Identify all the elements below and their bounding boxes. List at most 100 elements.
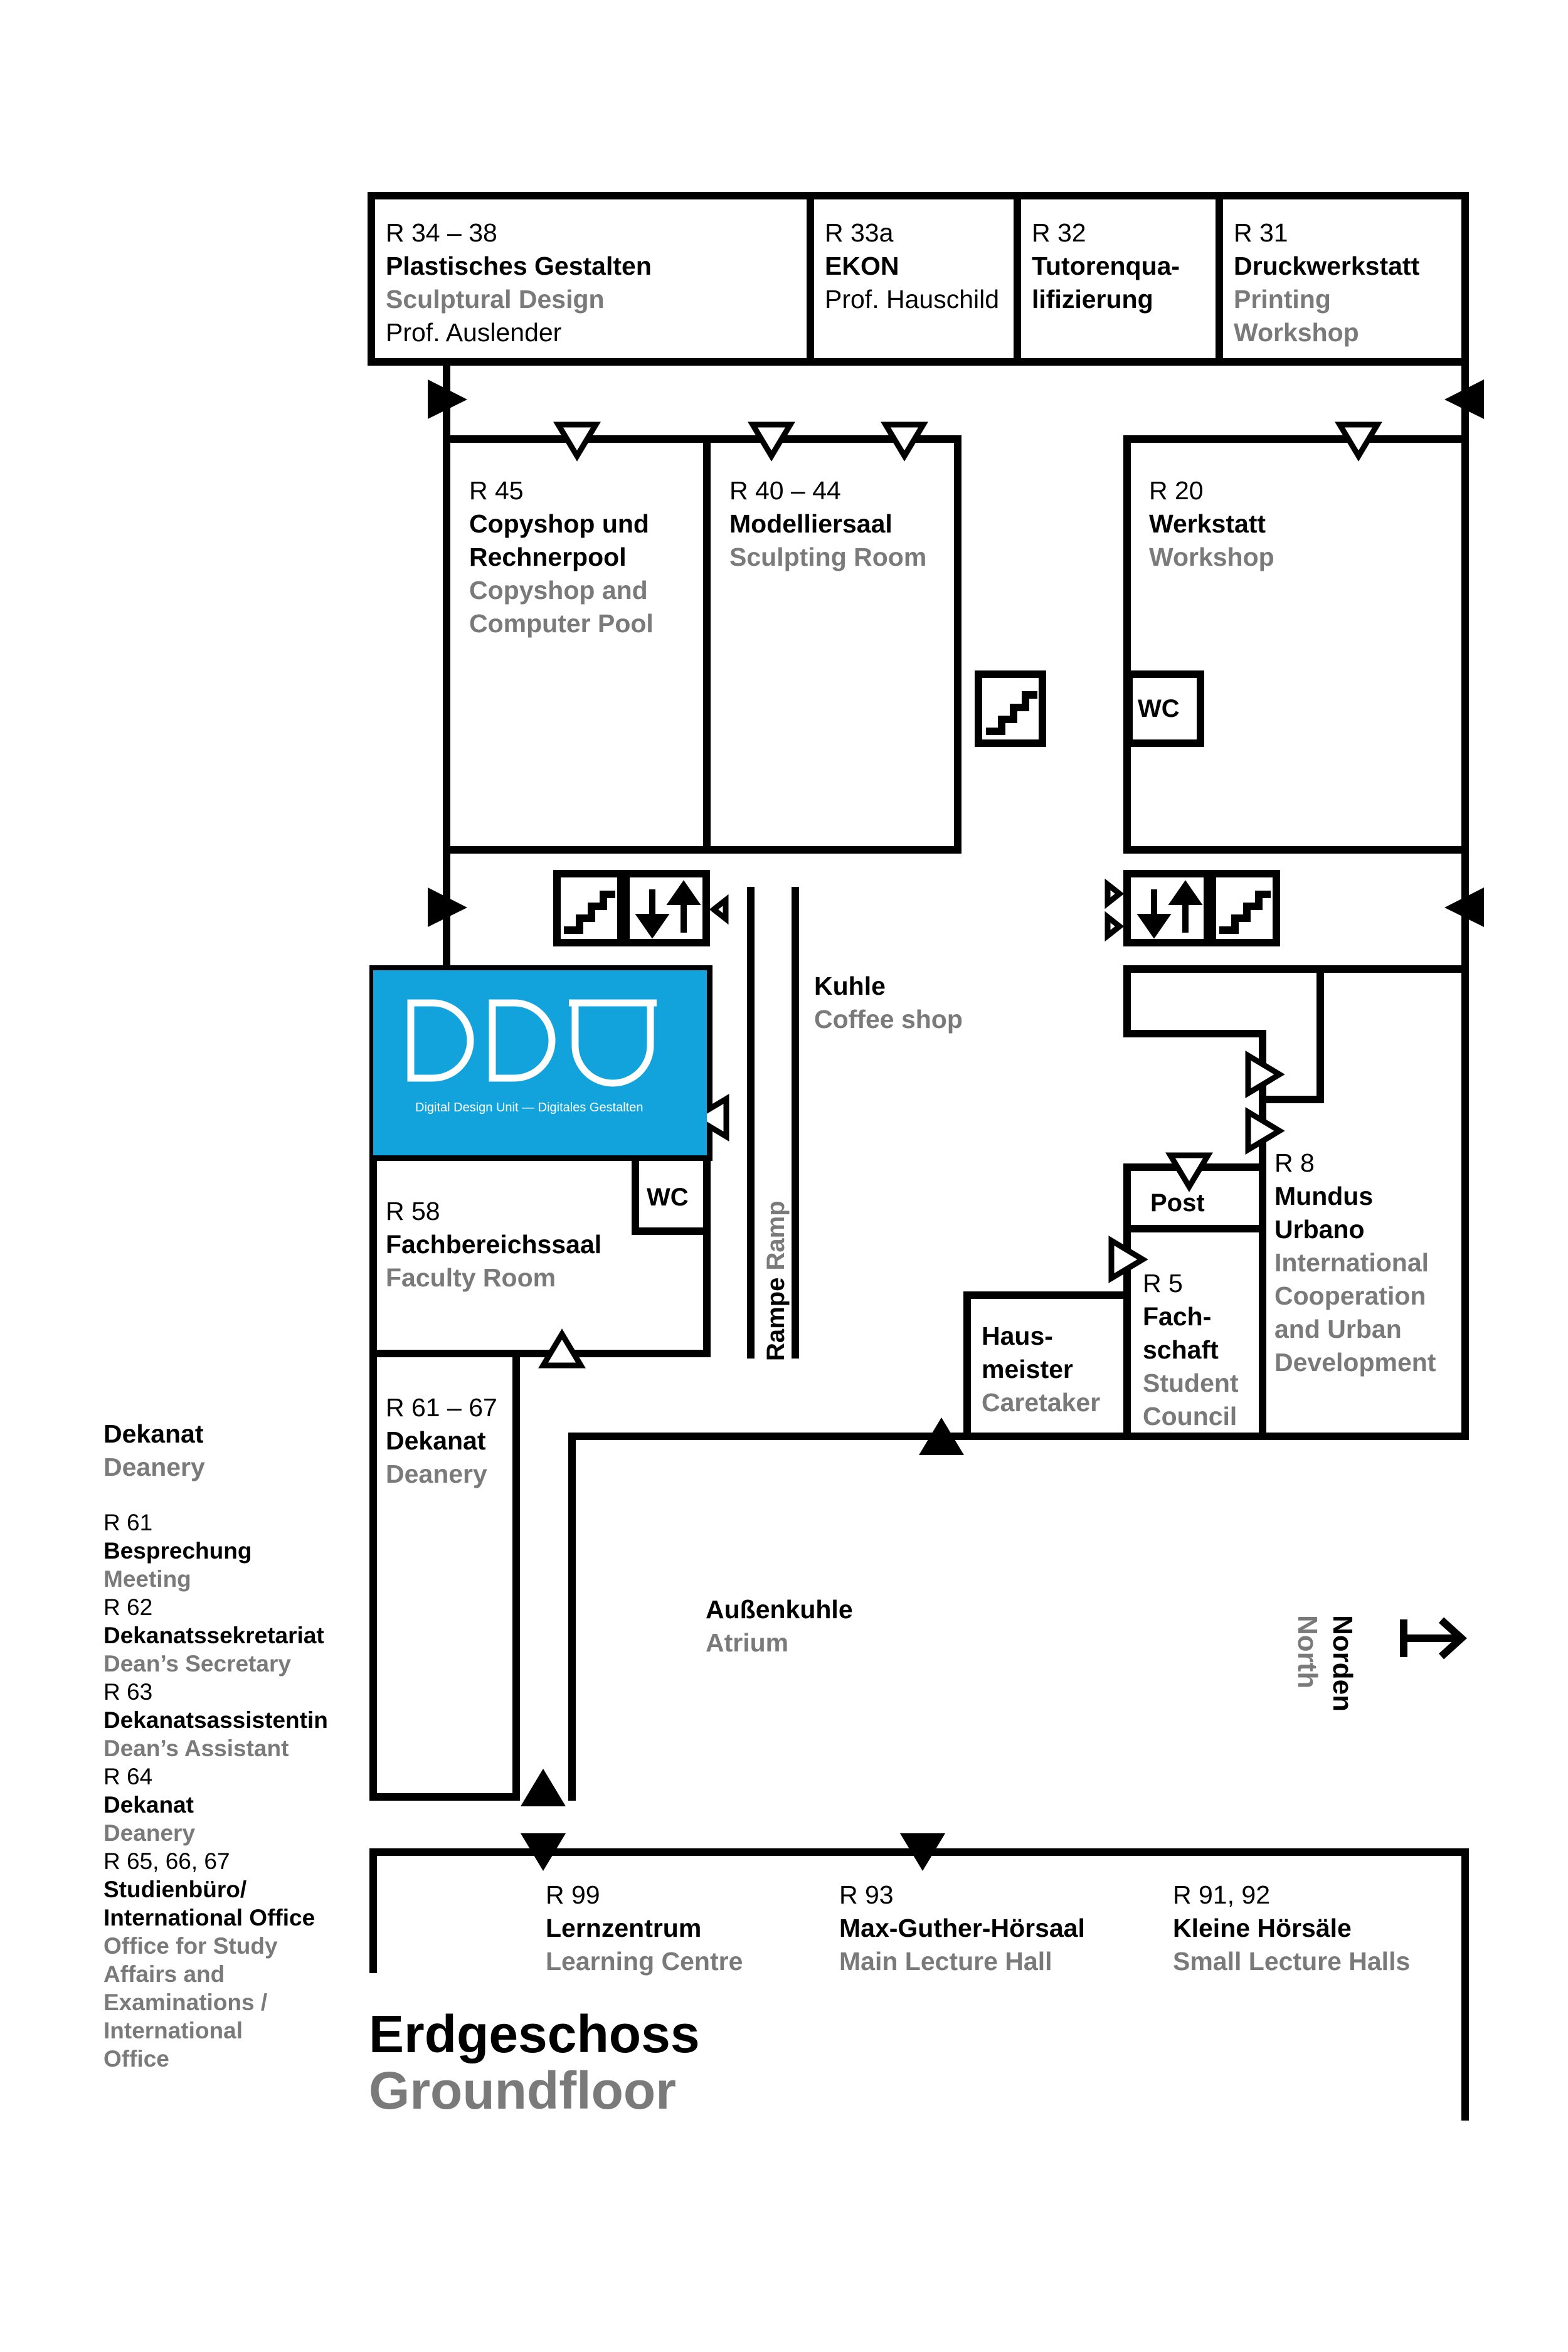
room-name-de: lifizierung [1032,285,1153,314]
ramp-label-de: Rampe [762,1277,790,1361]
door-icon [1108,1236,1148,1283]
room-number: R 91, 92 [1173,1880,1270,1909]
room-name-de: Dekanat [386,1426,486,1455]
room-r45-r40 [443,435,961,854]
door-icon [1104,911,1125,942]
room-name-de: Lernzentrum [546,1914,702,1942]
room-name-en: Atrium [706,1628,789,1657]
legend-en: Dean’s Secretary [103,1651,291,1677]
legend-de: Dekanatsassistentin [103,1707,328,1733]
room-number: R 93 [839,1880,894,1909]
room-number: R 45 [469,476,524,505]
door-icon [1104,878,1125,909]
room-name-en: International [1274,1248,1429,1277]
room-r61-67 [369,1350,520,1801]
room-number: R 33a [825,218,894,247]
ramp-label: Rampe Ramp [762,1200,790,1361]
room-name-de: Außenkuhle [706,1595,853,1624]
room-r20 [1123,358,1469,854]
legend-de: Dekanatssekretariat [103,1623,324,1648]
entrance-icon [900,1833,945,1871]
wc-r58 [632,1153,711,1235]
label-kuhle: Kuhle Coffee shop [814,970,963,1036]
room-name-en: Caretaker [982,1388,1101,1417]
door-icon [1165,1152,1213,1192]
room-number: R 8 [1274,1148,1315,1177]
legend-de: Dekanat [103,1792,194,1818]
legend-en: Dean’s Assistant [103,1735,289,1761]
room-name-en: Sculpting Room [729,543,927,571]
room-name-en: Printing [1234,285,1331,314]
label-r40: R 40 – 44 Modelliersaal Sculpting Room [729,474,926,574]
wc-label: WC [1138,695,1180,723]
door-icon [709,894,729,925]
room-name-de: Plastisches Gestalten [386,252,652,280]
stairs-box-2 [553,870,625,946]
label-r61: R 61 – 67 Dekanat Deanery [386,1391,497,1491]
room-name-de: Mundus [1274,1182,1374,1210]
legend-en: Affairs and [103,1961,225,1987]
room-name-de: Urbano [1274,1215,1365,1244]
room-number: R 31 [1234,218,1288,247]
room-name-en: Workshop [1149,543,1274,571]
entrance-icon [521,1833,566,1871]
room-name-de: Rechnerpool [469,543,627,571]
legend-head-en: Deanery [103,1453,205,1481]
atrium-wall [568,1433,1469,1801]
room-number: R 32 [1032,218,1086,247]
room-name-de: Haus- [982,1322,1053,1350]
room-number: R 20 [1149,476,1204,505]
room-name-en: Main Lecture Hall [839,1947,1052,1976]
lift-box-1 [622,870,710,946]
legend-de: Studienbüro/ [103,1877,247,1902]
legend-de: Besprechung [103,1538,252,1564]
door-icon [748,421,795,462]
room-name-de: EKON [825,252,899,280]
lift-icon [1136,880,1203,939]
room-r34-38 [368,192,1469,366]
room-name-en: Small Lecture Halls [1173,1947,1411,1976]
door-icon [1245,1051,1285,1098]
room-name-de: Tutorenqua- [1032,252,1180,280]
legend-en: Deanery [103,1820,196,1846]
compass-label: Norden North [1290,1615,1360,1712]
room-number: R 58 [386,1197,440,1226]
ddu-tagline: Digital Design Unit — Digitales Gestalte… [415,1101,644,1115]
room-name-en: Student [1143,1369,1239,1397]
compass-label-en: North [1292,1615,1323,1689]
label-r91: R 91, 92 Kleine Hörsäle Small Lecture Ha… [1173,1878,1410,1978]
room-name-de: Druckwerkstatt [1234,252,1420,280]
legend-en: Examinations / [103,1989,268,2015]
room-name-de: Kuhle [814,972,886,1000]
lift-icon [635,880,701,939]
label-r31: R 31 Druckwerkstatt Printing Workshop [1234,216,1419,349]
label-r32: R 32 Tutorenqua- lifizierung [1032,216,1180,316]
label-r20: R 20 Werkstatt Workshop [1149,474,1274,574]
room-name-en: Cooperation [1274,1281,1426,1310]
compass-label-de: Norden [1327,1615,1358,1712]
door-icon [538,1328,586,1369]
floor-title-en: Groundfloor [369,2061,676,2120]
legend-en: Office [103,2046,169,2072]
room-name-de: Fach- [1143,1302,1212,1331]
room-name-en: Council [1143,1402,1237,1431]
room-name-de: Max-Guther-Hörsaal [839,1914,1085,1942]
door-icon [1335,421,1382,462]
post-label: Post [1150,1189,1205,1217]
entrance-icon [428,379,467,419]
entrance-icon [428,887,467,927]
room-number: R 34 – 38 [386,218,497,247]
room-name-de: Kleine Hörsäle [1173,1914,1352,1942]
label-r8: R 8 Mundus Urbano International Cooperat… [1274,1147,1436,1379]
label-r99: R 99 Lernzentrum Learning Centre [546,1878,743,1978]
entrance-icon [919,1417,964,1455]
label-r5: R 5 Fach- schaft Student Council [1143,1267,1239,1433]
entrance-icon [1444,887,1484,927]
room-name-en: Faculty Room [386,1263,556,1292]
ramp-label-en: Ramp [762,1200,790,1271]
room-name-de: Modelliersaal [729,509,893,538]
room-name-en: Coffee shop [814,1005,963,1034]
legend-head-de: Dekanat [103,1419,204,1448]
room-name-de: Fachbereichssaal [386,1230,602,1259]
